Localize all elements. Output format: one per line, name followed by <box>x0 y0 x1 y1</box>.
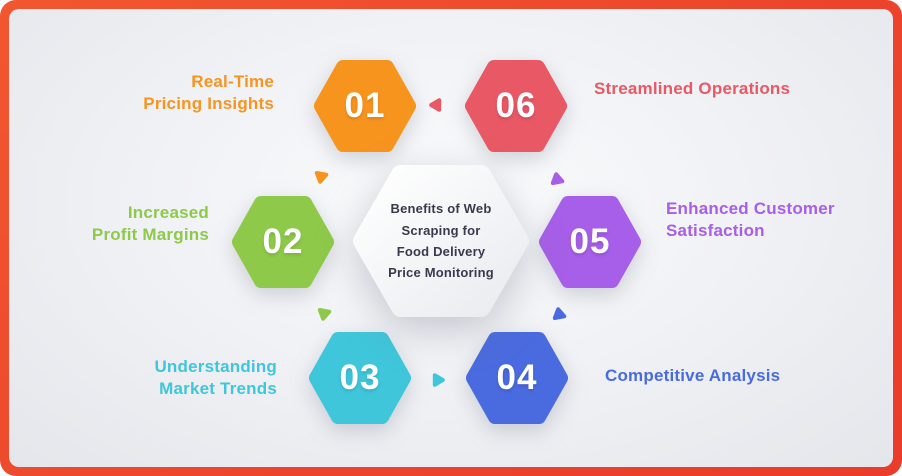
hex-node-06: 06 <box>464 60 568 152</box>
hexagon-shape-icon <box>539 196 641 288</box>
flow-arrow-icon-05-to-06 <box>548 170 567 189</box>
label-competitive-analysis: Competitive Analysis <box>605 366 781 385</box>
flow-arrow-icon-03-to-04 <box>430 372 446 388</box>
center-title-line: Price Monitoring <box>388 265 494 281</box>
hex-node-01: 01 <box>313 60 417 152</box>
hex-node-02: 02 <box>231 196 335 288</box>
hex-number-06: 06 <box>495 86 537 125</box>
hex-number-05: 05 <box>569 222 611 261</box>
hex-number-01: 01 <box>344 86 386 125</box>
hex-number-02: 02 <box>262 222 304 261</box>
flow-arrow-icon-01-to-02 <box>312 168 331 187</box>
hexagon-shape-icon <box>309 332 411 424</box>
hexagon-shape-icon <box>466 332 568 424</box>
label-understanding-market-trends: Understanding Market Trends <box>154 357 277 399</box>
hex-node-03: 03 <box>308 332 412 424</box>
center-title-line: Food Delivery <box>396 244 486 259</box>
hex-node-04: 04 <box>465 332 569 424</box>
center-hex-node: Benefits of Web Scraping for Food Delive… <box>353 165 529 317</box>
center-hexagon-shape-icon <box>353 165 529 317</box>
hex-number-03: 03 <box>339 358 381 397</box>
flow-arrow-icon-02-to-03 <box>315 305 334 324</box>
center-title: Benefits of Web Scraping for Food Delive… <box>353 165 529 317</box>
center-title-line: Scraping for <box>401 222 481 238</box>
flow-arrow-icon-04-to-05 <box>550 305 569 324</box>
hexagon-shape-icon <box>465 60 567 152</box>
label-real-time-pricing-insights: Real-Time Pricing Insights <box>143 72 274 114</box>
infographic-panel: Real-Time Pricing Insights Increased Pro… <box>9 9 893 467</box>
label-enhanced-customer-satisfaction: Enhanced Customer Satisfaction <box>666 199 835 241</box>
hexagon-shape-icon <box>314 60 416 152</box>
flow-arrow-icon-06-to-01 <box>428 97 444 113</box>
label-streamlined-operations: Streamlined Operations <box>594 79 791 98</box>
hexagon-shape-icon <box>232 196 334 288</box>
center-title-line: Benefits of Web <box>390 201 492 217</box>
hex-number-04: 04 <box>496 358 538 397</box>
hex-node-05: 05 <box>538 196 642 288</box>
label-increased-profit-margins: Increased Profit Margins <box>91 203 209 245</box>
